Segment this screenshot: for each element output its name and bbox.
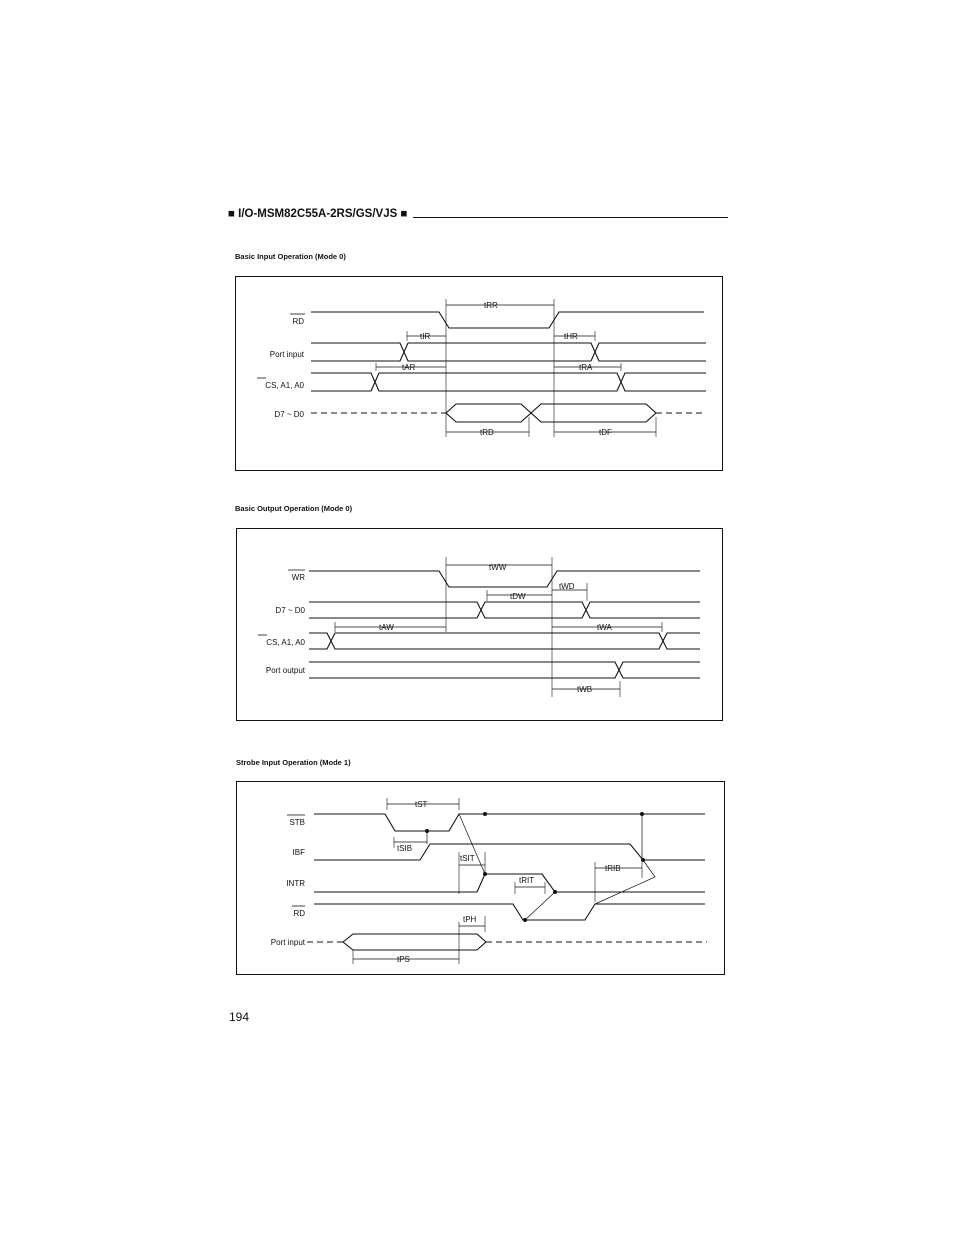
port-out-upper	[309, 661, 700, 679]
timing-label-twa: tWA	[597, 623, 612, 632]
ibf-waveform	[314, 843, 705, 861]
cs-out-upper	[309, 632, 700, 650]
stb-to-intr-arrow	[458, 813, 486, 875]
signal-label-rd-strobe: RD	[293, 909, 305, 918]
timing-label-tps: tPS	[397, 955, 410, 964]
signal-label-rd: RD	[292, 317, 304, 326]
d-out-lower	[309, 601, 700, 619]
timing-label-tra: tRA	[579, 363, 593, 372]
signal-label-port-input: Port input	[270, 350, 305, 359]
timing-label-tar: tAR	[402, 363, 416, 372]
header-rule	[413, 217, 728, 218]
signal-label-cs-a1-a0: CS, A1, A0	[265, 381, 304, 390]
timing-label-taw: tAW	[379, 623, 394, 632]
signal-label-wr: WR	[292, 573, 306, 582]
section-title-basic-output: Basic Output Operation (Mode 0)	[235, 504, 353, 513]
timing-label-thr: tHR	[564, 332, 578, 341]
port-input-upper	[311, 342, 706, 362]
signal-label-ibf: IBF	[293, 848, 306, 857]
signal-label-port-input-strobe: Port input	[271, 938, 306, 947]
timing-label-tdf: tDF	[599, 428, 612, 437]
timing-label-twb: tWB	[577, 685, 592, 694]
basic-input-diagram: RD Port input CS, A1, A0 D7 ~ D0 tRR tIR…	[235, 276, 723, 471]
timing-label-twd: tWD	[559, 582, 575, 591]
rd-waveform	[311, 311, 704, 329]
cs-upper	[311, 372, 706, 392]
timing-label-tph: tPH	[463, 915, 477, 924]
basic-output-diagram: WR D7 ~ D0 CS, A1, A0 Port output tWW tW…	[236, 528, 723, 721]
page-number: 194	[229, 1010, 250, 1024]
port-out-lower	[309, 661, 700, 679]
timing-label-tir: tIR	[420, 332, 430, 341]
timing-label-trib: tRIB	[605, 864, 621, 873]
page-header-title: ■ I/O-MSM82C55A-2RS/GS/VJS ■	[228, 208, 408, 220]
cs-lower	[311, 372, 706, 392]
signal-label-intr: INTR	[286, 879, 305, 888]
rd-strobe-waveform	[314, 903, 705, 921]
d-data-invalid	[445, 403, 532, 423]
signal-label-port-output: Port output	[266, 666, 306, 675]
section-title-strobe-input: Strobe Input Operation (Mode 1)	[236, 758, 351, 767]
timing-label-trit: tRIT	[519, 876, 534, 885]
rd-to-intr-arrow	[524, 891, 556, 921]
port-input-lower	[311, 342, 706, 362]
timing-label-trr: tRR	[484, 301, 498, 310]
timing-label-tsib: tSIB	[397, 844, 412, 853]
timing-label-tst: tST	[415, 800, 428, 809]
rd-to-ibf-arrow	[594, 859, 656, 905]
wr-waveform	[309, 570, 700, 588]
intr-waveform	[314, 873, 705, 893]
stb-waveform	[314, 813, 705, 832]
timing-label-tww: tWW	[489, 563, 507, 572]
signal-label-cs-a1-a0-out: CS, A1, A0	[266, 638, 305, 647]
d-data-valid	[530, 403, 657, 423]
signal-label-d7-d0: D7 ~ D0	[274, 410, 304, 419]
section-title-basic-input: Basic Input Operation (Mode 0)	[235, 252, 346, 261]
timing-label-trd: tRD	[480, 428, 494, 437]
signal-label-stb: STB	[289, 818, 305, 827]
signal-label-d7-d0-out: D7 ~ D0	[275, 606, 305, 615]
cs-out-lower	[309, 632, 700, 650]
strobe-input-diagram: STB IBF INTR RD Port input	[236, 781, 725, 975]
timing-label-tsit: tSIT	[460, 854, 475, 863]
strobe-port-data-valid	[342, 933, 487, 951]
timing-label-tdw: tDW	[510, 592, 526, 601]
d-out-upper	[309, 601, 700, 619]
page-header: ■ I/O-MSM82C55A-2RS/GS/VJS ■	[228, 206, 728, 226]
